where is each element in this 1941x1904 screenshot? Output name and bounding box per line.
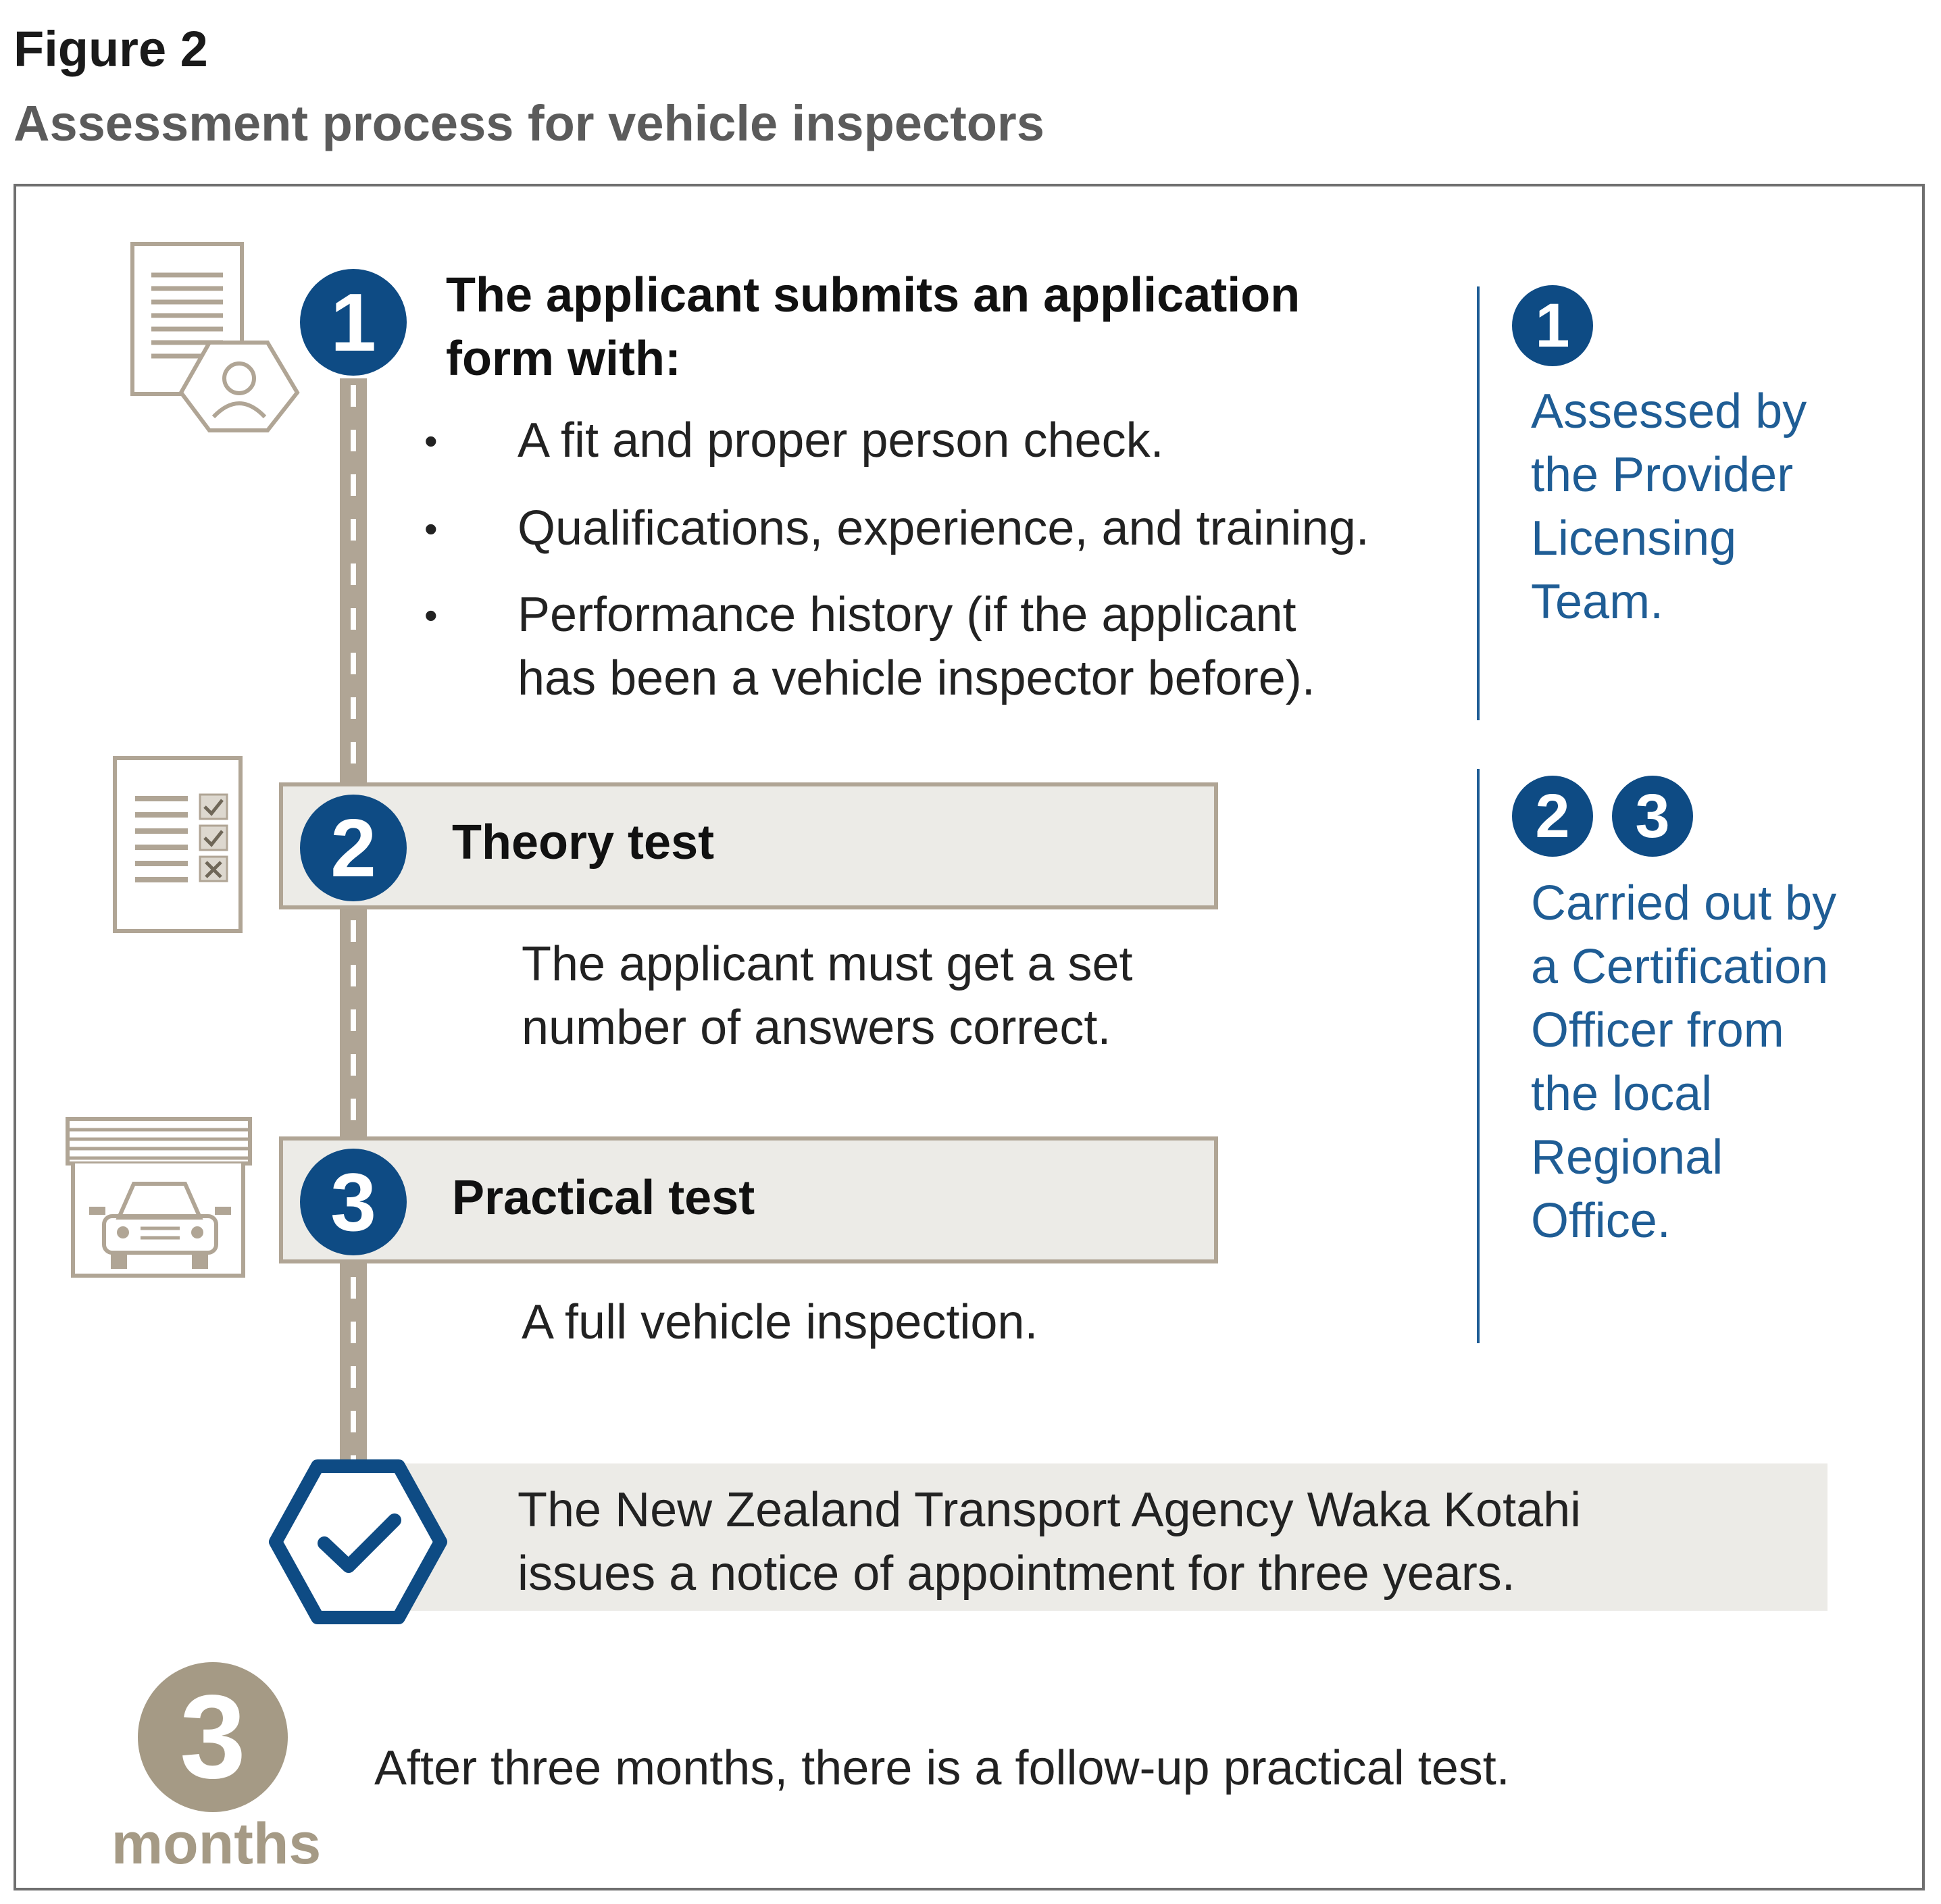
bullet-marker: •	[424, 420, 438, 462]
step-1-heading-line2: form with:	[446, 332, 681, 386]
follow-up-number: 3	[138, 1662, 288, 1812]
side-note-divider	[1477, 286, 1480, 720]
side-note-line: the Provider	[1531, 448, 1794, 502]
bullet-marker: •	[424, 594, 438, 636]
car-garage-icon	[65, 1116, 258, 1282]
step-2-number: 2	[300, 795, 407, 901]
checklist-form-icon	[112, 755, 247, 937]
bullet-text-line: Qualifications, experience, and training…	[518, 501, 1369, 555]
outcome-text-line: issues a notice of appointment for three…	[518, 1547, 1515, 1601]
step-2-title: Theory test	[452, 816, 715, 870]
side-note-line: Officer from	[1531, 1003, 1784, 1057]
step-1-heading: The applicant submits an application for…	[446, 264, 1392, 391]
bullet-item: Qualifications, experience, and training…	[518, 497, 1463, 560]
step-1-number: 1	[300, 269, 407, 376]
step-2-description-line: The applicant must get a set	[522, 937, 1133, 991]
side-note-2-text: Carried out by a Certification Officer f…	[1531, 872, 1836, 1253]
step-2-description-line: number of answers correct.	[522, 1001, 1111, 1055]
side-note-line: Office.	[1531, 1194, 1671, 1248]
step-2-box: Theory test	[279, 782, 1218, 909]
diagram-frame	[14, 184, 1925, 1890]
side-note-line: the local	[1531, 1067, 1713, 1121]
step-3-description: A full vehicle inspection.	[522, 1295, 1038, 1349]
side-note-1-text: Assessed by the Provider Licensing Team.	[1531, 380, 1807, 634]
step-3-number: 3	[300, 1149, 407, 1255]
bullet-item: A fit and proper person check.	[518, 409, 1463, 472]
side-note-line: Regional	[1531, 1130, 1723, 1184]
side-note-line: Assessed by	[1531, 384, 1807, 439]
notice-band	[378, 1463, 1827, 1611]
step-1-heading-line1: The applicant submits an application	[446, 268, 1301, 322]
bullet-text-line: has been a vehicle inspector before).	[518, 651, 1315, 705]
application-form-with-person-icon	[128, 240, 304, 446]
step-3-title: Practical test	[452, 1171, 755, 1225]
bullet-text-line: Performance history (if the applicant	[518, 588, 1296, 642]
side-note-divider	[1477, 769, 1480, 1343]
step-3-box: Practical test	[279, 1136, 1218, 1263]
side-note-line: Team.	[1531, 575, 1664, 629]
checkmark-hexagon-icon	[263, 1458, 453, 1630]
follow-up-unit: months	[111, 1811, 322, 1876]
side-note-line: Licensing	[1531, 511, 1737, 566]
outcome-text-line: The New Zealand Transport Agency Waka Ko…	[518, 1483, 1582, 1537]
step-2-description: The applicant must get a set number of a…	[522, 932, 1133, 1059]
side-note-badge: 2	[1512, 776, 1593, 857]
timeline-road-dashes	[351, 385, 356, 1459]
figure-title: Assessment process for vehicle inspector…	[14, 95, 1044, 151]
side-note-line: Carried out by	[1531, 876, 1837, 930]
side-note-badge: 3	[1612, 776, 1693, 857]
side-note-line: a Certification	[1531, 940, 1829, 994]
bullet-item: Performance history (if the applicant ha…	[518, 583, 1463, 710]
side-note-badge: 1	[1512, 285, 1593, 366]
follow-up-text: After three months, there is a follow-up…	[374, 1741, 1510, 1795]
bullet-marker: •	[424, 507, 438, 550]
outcome-text: The New Zealand Transport Agency Waka Ko…	[518, 1478, 1581, 1605]
bullet-text-line: A fit and proper person check.	[518, 414, 1164, 468]
figure-label: Figure 2	[14, 21, 208, 77]
